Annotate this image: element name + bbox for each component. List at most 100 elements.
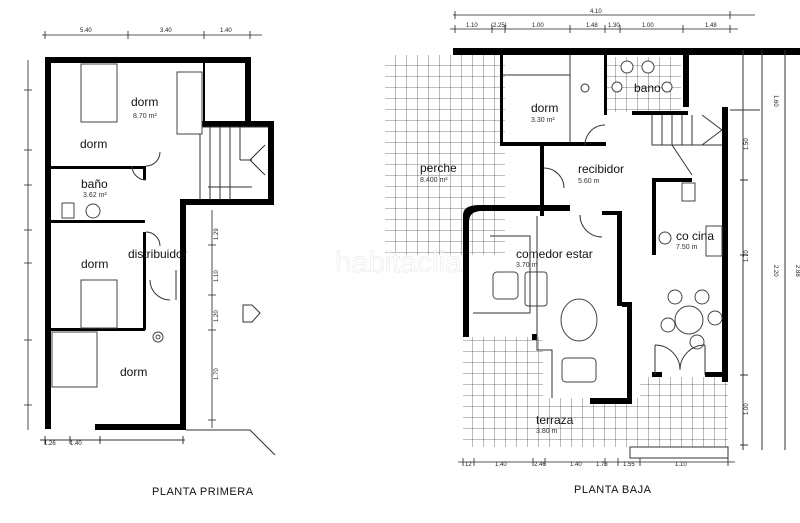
bed <box>80 63 118 123</box>
watermark: habitaclia <box>335 246 462 279</box>
room-label: dorm <box>531 101 558 115</box>
perche-tiles <box>385 55 505 255</box>
dim-label: 1.40 <box>570 462 582 468</box>
upper-top-dimensions: 5.40 3.40 1.40 <box>42 28 262 39</box>
room-area: 3.62 m² <box>83 192 107 199</box>
terraza-tiles <box>543 398 728 447</box>
entrance-arrow-icon <box>242 304 261 323</box>
dim-label: 1.40 <box>70 441 82 447</box>
upper-furniture <box>40 63 276 456</box>
lower-walls <box>453 48 800 404</box>
dim-label: 1.00 <box>532 23 544 29</box>
room-label: dorm <box>131 95 158 109</box>
bidet-icon <box>661 81 673 93</box>
dim-label: 1.10 <box>466 23 478 29</box>
chair <box>694 289 710 305</box>
dim-label: 2.46 <box>534 462 546 468</box>
room-label: distribuidor <box>128 247 187 261</box>
dim-label: 2.88 <box>794 265 800 277</box>
dim-label: 1.30 <box>608 23 620 29</box>
dim-label: 1.20 <box>214 310 220 322</box>
room-label: dorm <box>120 365 147 379</box>
dim-label: 12 <box>465 462 472 468</box>
door-swings <box>131 151 177 301</box>
upper-left-dimensions <box>24 60 32 430</box>
coffee-table <box>560 298 598 342</box>
room-label: dorm <box>81 257 108 271</box>
room-area: 5.60 m <box>578 178 600 185</box>
dim-label: 1.00 <box>744 403 750 415</box>
toilet-icon <box>611 81 623 93</box>
room-area: 8.70 m² <box>133 113 157 120</box>
stove-icon <box>681 182 696 202</box>
room-area: 7.50 m <box>676 244 698 251</box>
upper-bottom-dimensions <box>40 436 185 444</box>
kitchen-sink-icon <box>658 231 672 245</box>
dim-label: 1.48 <box>705 23 717 29</box>
chair <box>689 334 705 350</box>
dim-label: 1.60 <box>772 95 778 107</box>
meter-icon <box>580 83 590 93</box>
chair <box>667 289 683 305</box>
lower-bottom-dimensions <box>458 458 735 466</box>
terraza-tiles <box>640 377 728 398</box>
sink-icon <box>85 203 101 219</box>
upper-right-dimensions: 1.29 1.10 1.20 1.70 <box>208 210 220 428</box>
dim-label: 1.50 <box>744 138 750 150</box>
dim-label: 1.10 <box>675 462 687 468</box>
column-icon-center <box>155 334 161 340</box>
lower-right-dimensions <box>730 50 786 450</box>
toilet-icon <box>61 202 75 219</box>
chair <box>660 317 676 333</box>
dim-label: 1.48 <box>586 23 598 29</box>
upper-plan-title: PLANTA PRIMERA <box>152 486 254 498</box>
room-area: 3.30 m² <box>531 117 555 124</box>
outline-step <box>186 429 276 456</box>
room-label: recibidor <box>578 162 624 176</box>
sink-icon <box>620 60 634 74</box>
dim-label: 1.55 <box>623 462 635 468</box>
door-swings <box>503 55 606 238</box>
dim-label: 1.70 <box>744 250 750 262</box>
dim-label: (2.25) <box>491 23 507 29</box>
dim-label: 1.40 <box>495 462 507 468</box>
dim-label: 2.20 <box>772 265 778 277</box>
terraza-tiles <box>463 337 543 447</box>
armchair <box>492 271 519 300</box>
sink-icon <box>641 60 655 74</box>
lower-plan-title: PLANTA BAJA <box>574 484 652 496</box>
dim-label: 1.70 <box>214 368 220 380</box>
dining-table <box>674 305 704 335</box>
lower-floor-plan: 4.10 1.10 (2.25) 1.00 1.48 1.30 1.00 1.4… <box>385 9 800 496</box>
dim-label: 4.10 <box>590 9 602 15</box>
room-label: comedor estar <box>516 247 593 261</box>
lower-staircase <box>651 114 723 176</box>
room-label: dorm <box>80 137 107 151</box>
room-area: 3.80 m <box>536 428 558 435</box>
wardrobe <box>176 71 203 135</box>
upper-walls <box>45 57 274 430</box>
lower-top-dimensions: 4.10 1.10 (2.25) 1.00 1.48 1.30 1.00 1.4… <box>450 9 755 33</box>
room-label: terraza <box>536 413 574 427</box>
room-label: co cina <box>676 229 714 243</box>
room-label: perche <box>420 161 457 175</box>
upper-floor-plan: 5.40 3.40 1.40 1.29 1.10 1.20 1.70 <box>24 28 276 498</box>
dim-label: 1.78 <box>596 462 608 468</box>
dim-label: 1.26 <box>44 441 56 447</box>
room-label: bano <box>634 81 661 95</box>
dim-label: 5.40 <box>80 28 92 34</box>
chair <box>707 310 723 326</box>
room-area: 8.400 m² <box>420 177 448 184</box>
bed <box>80 279 118 329</box>
lower-furniture <box>458 55 735 466</box>
dim-label: 1.40 <box>220 28 232 34</box>
dim-label: 3.40 <box>160 28 172 34</box>
room-label: baño <box>81 177 108 191</box>
upper-staircase <box>190 126 268 200</box>
dim-label: 1.10 <box>214 270 220 282</box>
armchair <box>524 271 548 307</box>
bed <box>51 331 98 388</box>
desk <box>561 357 597 383</box>
dim-label: 1.29 <box>214 228 220 240</box>
